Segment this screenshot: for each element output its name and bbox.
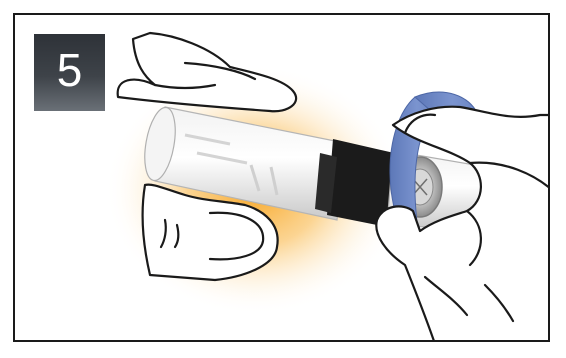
instruction-panel: 5: [13, 13, 550, 342]
hand-twisting-lancet-cap-icon: [15, 15, 550, 342]
